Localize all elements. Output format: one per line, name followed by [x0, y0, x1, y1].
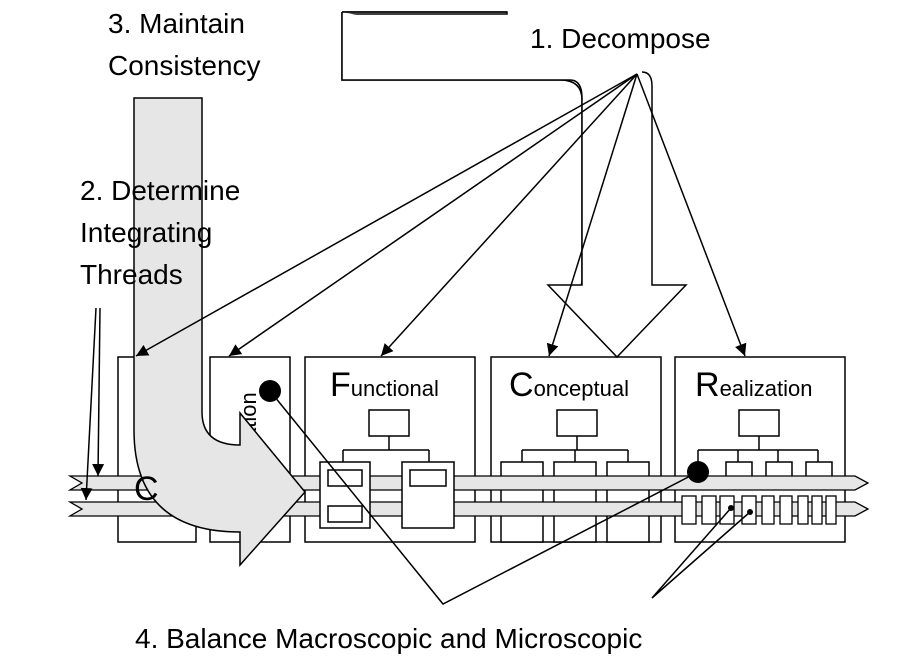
balance-lines-macro — [269, 390, 699, 605]
consistency-curved-arrow — [133, 97, 306, 567]
customer-title-fragment: C — [134, 470, 159, 508]
decompose-label: 1. Decompose — [530, 23, 711, 54]
integrating-label-line3: Threads — [80, 259, 183, 290]
conceptual-title: Conceptual — [509, 366, 629, 404]
balance-label: 4. Balance Macroscopic and Microscopic — [135, 623, 642, 654]
thread-arrow-lower — [80, 307, 97, 501]
integrating-label-line1: 2. Determine — [80, 175, 240, 206]
functional-title: Functional — [330, 366, 439, 404]
functional-hierarchy — [342, 409, 430, 462]
integrating-label-line2: Integrating — [80, 217, 212, 248]
thread-arrow-upper — [92, 307, 105, 477]
decompose-outline-arrow — [341, 12, 688, 359]
balance-lines-micro — [651, 507, 751, 599]
realization-title: Realization — [695, 366, 813, 404]
functional-components — [319, 461, 455, 529]
consistency-label-line1: 3. Maintain — [108, 8, 245, 39]
consistency-label-line2: Consistency — [108, 50, 261, 81]
decompose-fan-arrows — [135, 73, 747, 357]
